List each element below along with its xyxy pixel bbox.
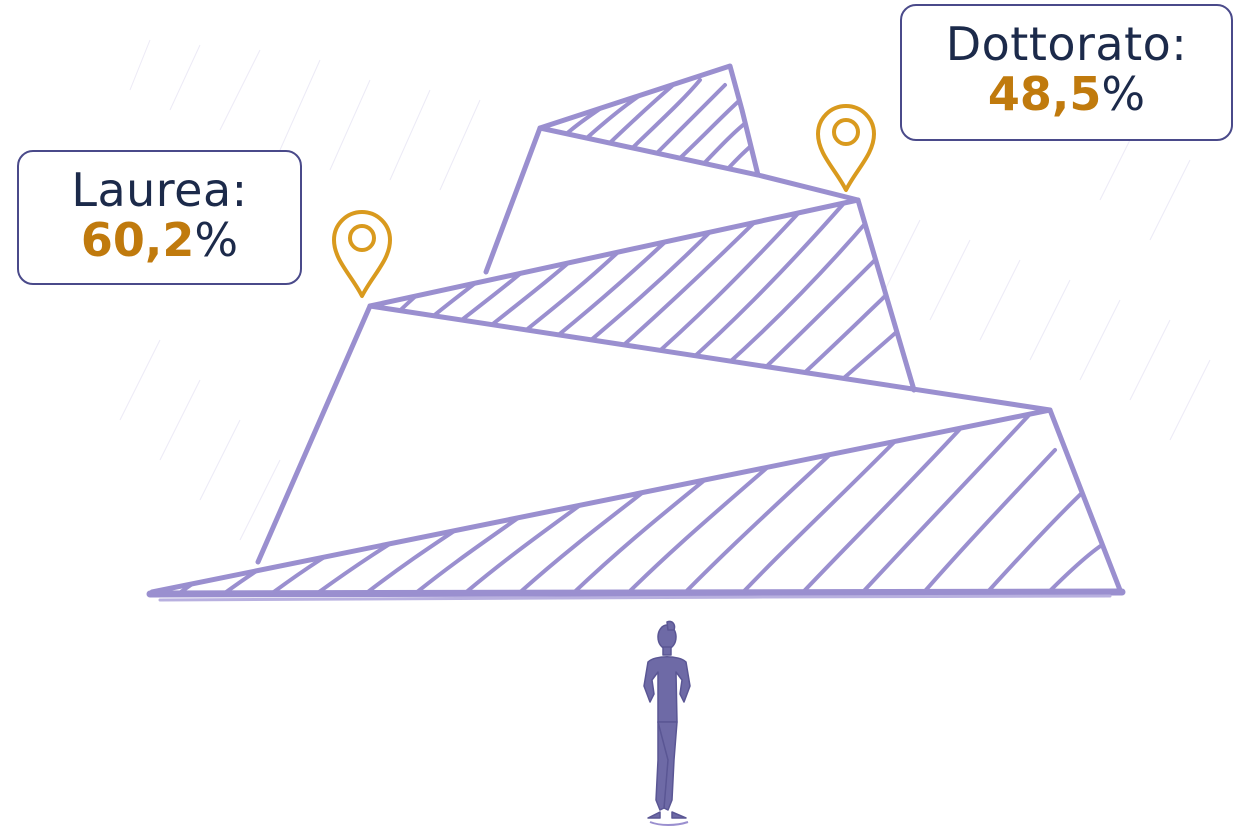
map-pin-icon <box>332 210 392 298</box>
callout-dottorato-unit: % <box>1101 66 1146 121</box>
callout-laurea-value-line: 60,2% <box>19 212 300 267</box>
map-pin-icon <box>816 104 876 192</box>
background-sketch-strokes <box>119 39 1211 541</box>
callout-dottorato: Dottorato: 48,5% <box>900 4 1233 141</box>
person-standing-figure <box>643 620 691 826</box>
mountain-bottom-block <box>146 303 1126 602</box>
callout-dottorato-value: 48,5 <box>987 66 1102 121</box>
mountain-middle-block <box>367 197 1053 413</box>
callout-dottorato-label: Dottorato: <box>945 17 1188 71</box>
callout-dottorato-value-line: 48,5% <box>902 66 1231 121</box>
callout-laurea-label: Laurea: <box>71 163 248 217</box>
callout-laurea: Laurea: 60,2% <box>17 150 302 285</box>
callout-laurea-value: 60,2 <box>80 212 195 267</box>
callout-laurea-unit: % <box>194 212 239 267</box>
